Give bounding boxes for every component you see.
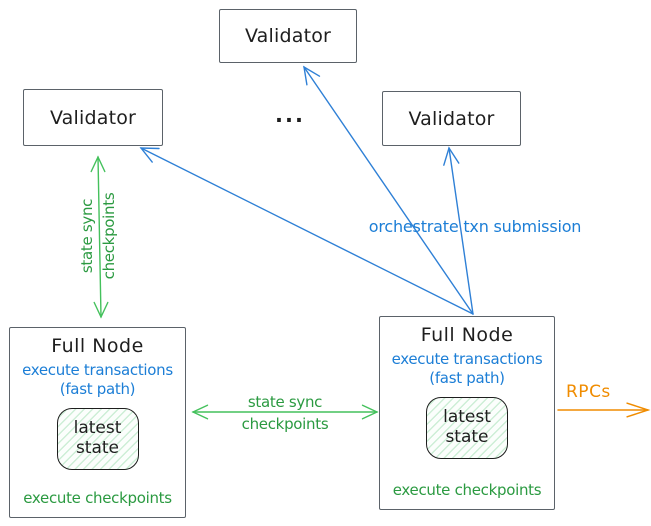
state-sync-vertical-arrow (90, 155, 109, 319)
validator-label: Validator (244, 25, 332, 47)
validator-label: Validator (49, 106, 137, 129)
validator-box-right: Validator (382, 91, 521, 146)
execute-transactions-label: execute transactions (fast path) (391, 350, 543, 387)
orchestrate-arrow-to-left-validator (139, 147, 474, 315)
full-node-box-left: Full Node execute transactions (fast pat… (9, 327, 186, 518)
execute-checkpoints-label: execute checkpoints (392, 481, 542, 499)
orchestrate-arrow-to-center-validator (303, 65, 474, 315)
full-node-title: Full Node (51, 335, 144, 357)
execute-transactions-label: execute transactions (fast path) (22, 361, 173, 398)
validator-box-center: Validator (219, 9, 357, 63)
full-node-box-right: Full Node execute transactions (fast pat… (379, 316, 555, 510)
full-node-title: Full Node (420, 324, 514, 346)
validator-label: Validator (408, 107, 495, 130)
latest-state-box: latest state (56, 407, 139, 470)
rpcs-arrow (557, 402, 651, 418)
orchestrate-arrow-to-right-validator (443, 146, 474, 315)
state-sync-horizontal-arrow (191, 404, 379, 420)
execute-checkpoints-label: execute checkpoints (23, 489, 172, 507)
latest-state-box: latest state (426, 396, 508, 459)
validators-ellipsis: ... (275, 103, 305, 127)
validator-box-left: Validator (23, 89, 163, 146)
